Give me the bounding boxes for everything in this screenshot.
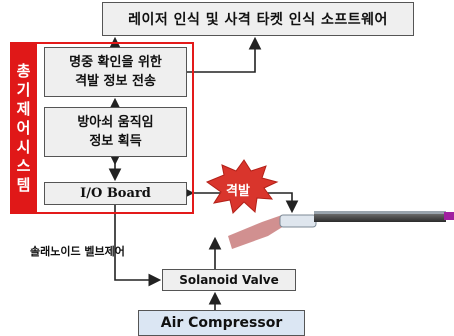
gun-control-system-label: 총 기 제 어 시 스 템: [10, 42, 37, 214]
side-char: 템: [16, 175, 31, 194]
arrow-io-valve: [114, 205, 162, 287]
gun-receiver: [279, 214, 317, 228]
trigger-motion-line2: 정보 획득: [89, 134, 142, 149]
io-board-label: I/O Board: [80, 186, 151, 201]
side-char: 기: [16, 80, 31, 99]
hit-confirm-box: 명중 확인을 위한 격발 정보 전송: [44, 47, 187, 97]
solenoid-valve-box: Solanoid Valve: [162, 269, 296, 291]
trigger-motion-box: 방아쇠 움직임 정보 획득: [44, 107, 187, 157]
side-char: 제: [16, 99, 31, 118]
gun-stock: [228, 215, 284, 249]
software-label: 레이저 인식 및 사격 타켓 인식 소프트웨어: [128, 12, 388, 28]
solenoid-valve-label: Solanoid Valve: [179, 272, 279, 287]
burst-label: 격발: [226, 184, 250, 199]
solenoid-control-label: 솔래노이드 벨브제어: [30, 245, 125, 258]
gun-barrel-top: [314, 211, 446, 214]
side-char: 시: [16, 137, 31, 156]
side-char: 총: [16, 61, 31, 80]
air-compressor-label: Air Compressor: [160, 315, 283, 331]
side-char: 스: [16, 156, 31, 175]
software-box: 레이저 인식 및 사격 타켓 인식 소프트웨어: [102, 2, 414, 36]
trigger-motion-line1: 방아쇠 움직임: [77, 115, 154, 130]
gun-barrel: [314, 214, 446, 222]
hit-confirm-line2: 격발 정보 전송: [75, 74, 156, 89]
air-compressor-box: Air Compressor: [138, 310, 305, 336]
burst-star-shape: [205, 159, 279, 214]
side-char: 어: [16, 118, 31, 137]
hit-confirm-line1: 명중 확인을 위한: [69, 55, 162, 70]
arrow-right-to-software: [187, 36, 262, 73]
gun-illustration: [228, 211, 454, 249]
gun-muzzle-tip: [444, 212, 454, 220]
io-board-box: I/O Board: [44, 182, 187, 205]
